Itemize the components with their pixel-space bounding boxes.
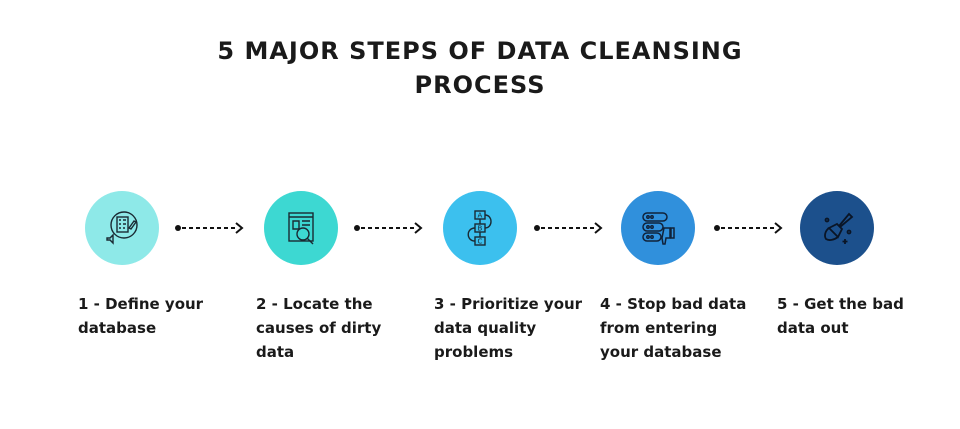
abc-flow-icon: ABC bbox=[467, 210, 492, 246]
page-title: 5 MAJOR STEPS OF DATA CLEANSING PROCESS bbox=[0, 34, 960, 102]
arrow-2 bbox=[354, 222, 423, 234]
svg-text:C: C bbox=[478, 238, 483, 246]
step-1-circle bbox=[85, 191, 159, 265]
arrow-1 bbox=[175, 222, 244, 234]
document-search-icon bbox=[288, 212, 314, 245]
title-line-2: PROCESS bbox=[414, 71, 546, 99]
step-5-circle bbox=[800, 191, 874, 265]
title-line-1: 5 MAJOR STEPS OF DATA CLEANSING bbox=[217, 37, 743, 65]
arrow-3 bbox=[534, 222, 603, 234]
database-thumbs-down-icon bbox=[642, 212, 675, 245]
svg-text:B: B bbox=[478, 225, 483, 233]
step-2-circle bbox=[264, 191, 338, 265]
step-4-circle bbox=[621, 191, 695, 265]
checklist-icon bbox=[106, 211, 138, 245]
broom-icon bbox=[824, 212, 854, 244]
svg-text:A: A bbox=[478, 212, 483, 220]
arrow-4 bbox=[714, 222, 783, 234]
